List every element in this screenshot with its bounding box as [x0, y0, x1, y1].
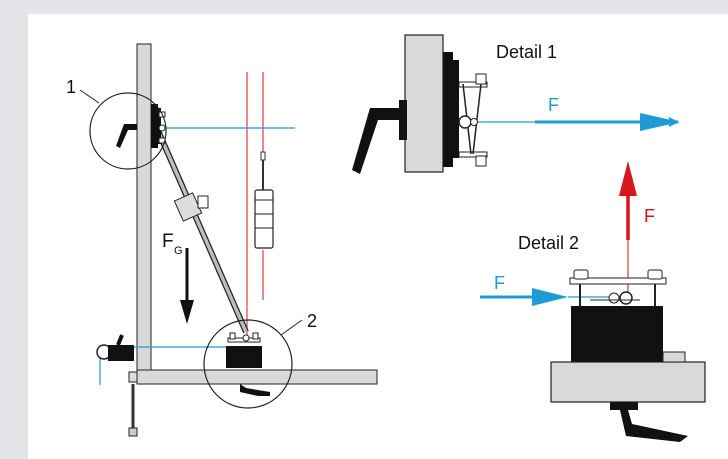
detail-1-force-label: F — [548, 95, 559, 115]
detail-1-title: Detail 1 — [496, 42, 557, 62]
clamp-2-small — [226, 332, 270, 396]
gravity-force-subscript: G — [174, 245, 183, 257]
gravity-force-label: F — [162, 231, 174, 252]
lever-clamp-icon — [96, 334, 134, 361]
base-beam — [136, 369, 378, 385]
callout-leader-1 — [79, 89, 100, 104]
detail-2-side-force-arrow — [480, 288, 568, 306]
foot-rod-nut — [128, 371, 138, 383]
detail-1-clamp — [352, 34, 488, 174]
arrow-icon — [640, 113, 680, 131]
detail-2-clamp — [550, 269, 706, 442]
detail-2-title: Detail 2 — [518, 233, 579, 253]
callout-circle-1 — [89, 92, 167, 170]
foot-rod-cap — [128, 427, 138, 437]
gravity-force-arrow — [180, 248, 194, 324]
detail-2-up-force-arrow — [619, 161, 637, 240]
detail-2-side-force-label: F — [494, 273, 505, 293]
detail-2-up-force-label: F — [644, 206, 655, 226]
callout-leader-2 — [280, 319, 303, 336]
lever-clamp-icon — [620, 410, 688, 442]
lever-clamp-icon — [352, 108, 399, 174]
callout-circle-2 — [203, 319, 293, 409]
weight-icon — [254, 151, 274, 249]
callout-label-2: 2 — [307, 311, 317, 331]
bar-collar — [173, 192, 209, 222]
diagonal-bar-core — [154, 125, 248, 333]
callout-label-1: 1 — [66, 77, 76, 97]
